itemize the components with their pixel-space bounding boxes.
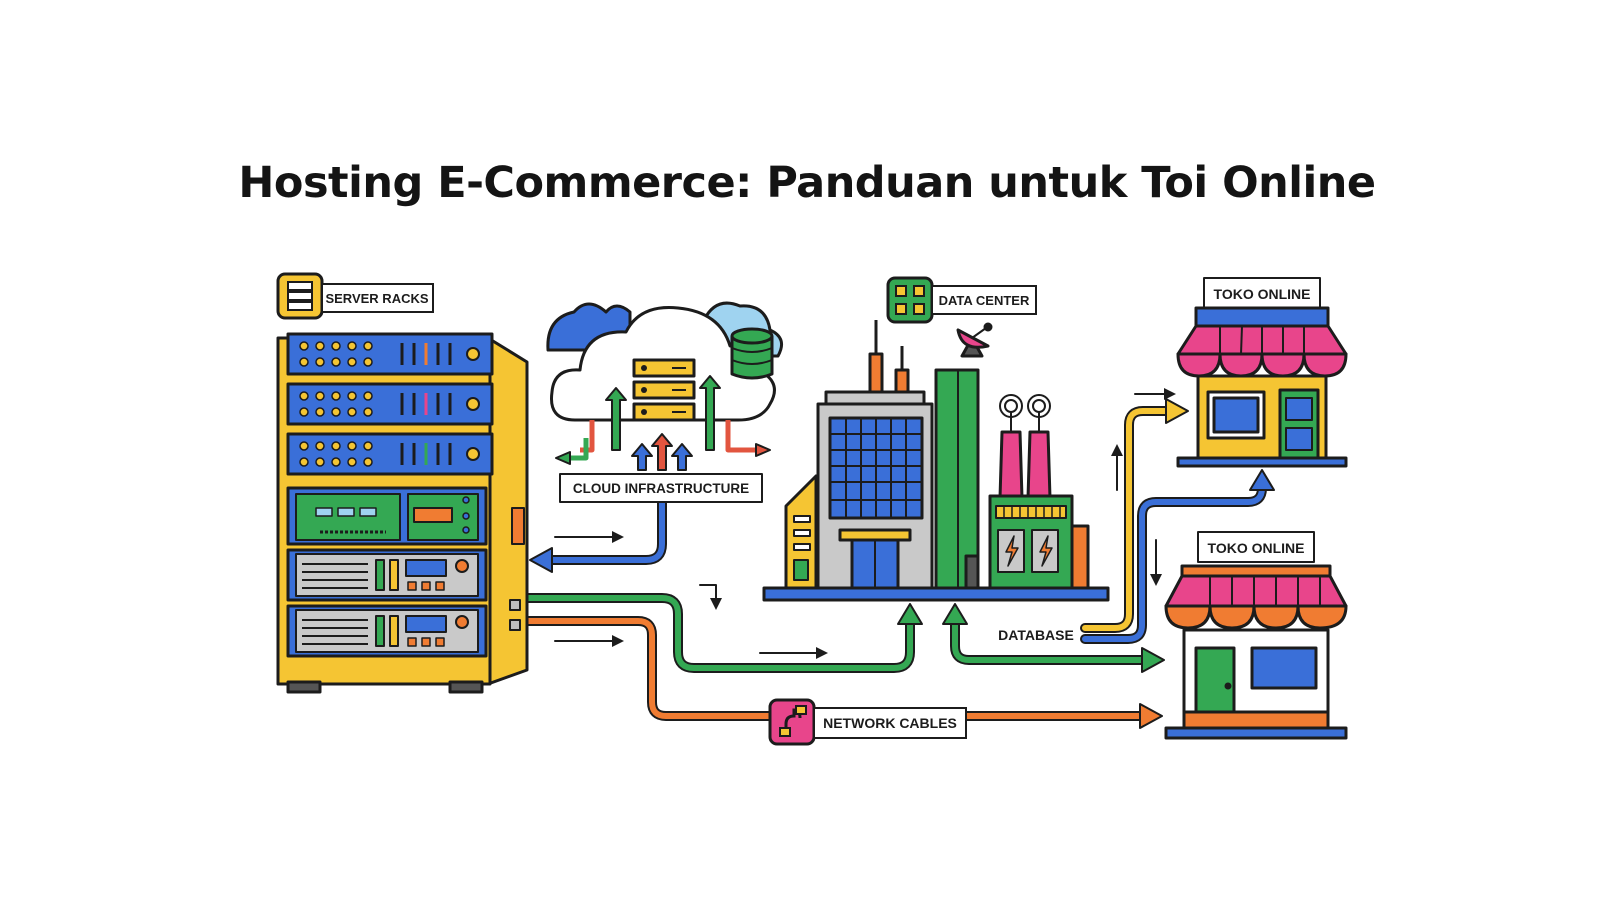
server-racks-text: SERVER RACKS [325, 291, 428, 306]
antennas [868, 320, 910, 396]
cloud-infrastructure-text: CLOUD INFRASTRUCTURE [573, 481, 749, 496]
awning-top [1176, 324, 1348, 378]
network-cables-text: NETWORK CABLES [823, 715, 957, 731]
storage-unit-2 [286, 604, 488, 658]
server-unit-1 [286, 332, 494, 376]
toko-online-bottom: TOKO ONLINE [1164, 531, 1348, 740]
satellite-dish-icon [956, 322, 993, 358]
server-rack [276, 332, 529, 694]
circuit-board-unit [286, 486, 488, 546]
page-title: Hosting E-Commerce: Panduan untuk Toi On… [238, 158, 1376, 208]
network-cables-label: NETWORK CABLES [768, 698, 967, 746]
data-center [762, 320, 1110, 602]
green-cable-path-2 [942, 603, 1165, 673]
server-unit-3 [286, 432, 494, 476]
data-center-text: DATA CENTER [939, 293, 1030, 308]
toko-online-bottom-text: TOKO ONLINE [1208, 540, 1305, 556]
storage-unit-1 [286, 548, 488, 602]
network-cables-icon [768, 698, 816, 746]
direction-arrows [554, 388, 1176, 659]
cloud-infrastructure: CLOUD INFRASTRUCTURE [546, 301, 784, 503]
toko-online-top: TOKO ONLINE [1176, 277, 1348, 468]
database-text: DATABASE [998, 627, 1074, 643]
awning-bottom [1164, 574, 1348, 630]
data-center-label: DATA CENTER [886, 276, 1037, 324]
cloud-arrows [555, 375, 771, 471]
green-cable-path [500, 593, 923, 673]
power-plant [988, 394, 1090, 592]
server-racks-label: SERVER RACKS [276, 272, 434, 320]
database-cylinder-icon [730, 327, 774, 380]
blue-cable-path-2 [1080, 469, 1275, 644]
yellow-cable-path [1080, 398, 1189, 633]
blue-cable-path [529, 497, 667, 573]
lightning-icon [1005, 535, 1019, 567]
orange-cable-path [500, 616, 1163, 729]
connector-paths [500, 388, 1275, 729]
toko-online-top-text: TOKO ONLINE [1214, 286, 1311, 302]
server-unit-2 [286, 382, 494, 426]
lightning-icon-2 [1039, 535, 1053, 567]
cloud-server-stack-icon [632, 358, 696, 422]
data-center-icon [886, 276, 934, 324]
